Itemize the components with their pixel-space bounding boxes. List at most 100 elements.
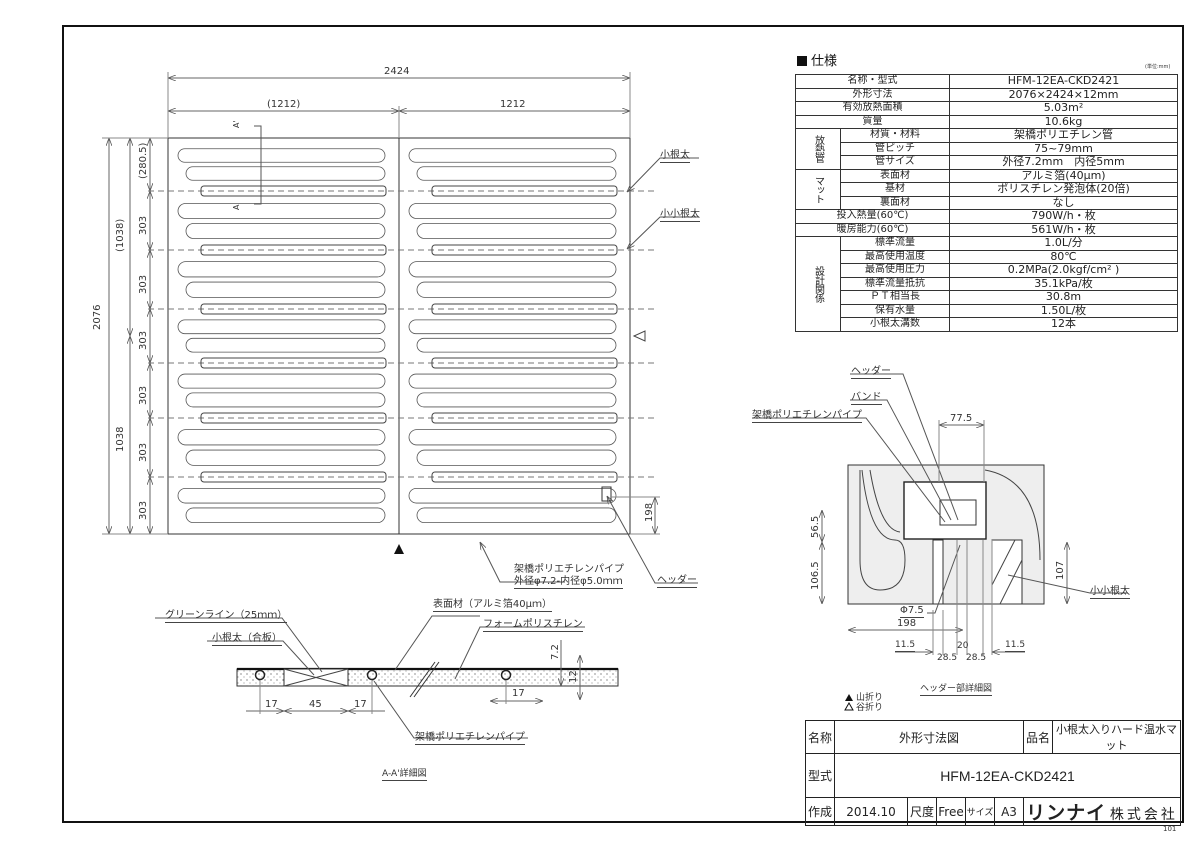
pipe-loop: [185, 166, 386, 181]
callout-kokoneta-leader: [627, 216, 699, 249]
hd-dim-107: 107: [1055, 560, 1066, 580]
hd-dim-56-5: 56.5: [810, 515, 821, 538]
dim-1038-lower: 1038: [115, 426, 126, 452]
spec-row: 投入熱量(60℃)790W/h・枚: [795, 209, 1178, 224]
tb-created-value: 2014.10: [834, 797, 908, 826]
pipe-loop: [408, 319, 617, 335]
pipe-loop: [185, 449, 386, 466]
kokoneta-block: [991, 539, 1023, 605]
tb-size-label: サイズ: [965, 797, 995, 826]
tb-model-value: HFM-12EA-CKD2421: [834, 753, 1181, 798]
spec-value: 12本: [949, 317, 1178, 332]
hd-label-kokoneta: 小小根太: [1090, 582, 1130, 599]
section-title: A-A'詳細図: [382, 766, 427, 781]
maker-logo: リンナイ: [1026, 802, 1107, 824]
spec-row: 放熱管材質・材料架橋ポリエチレン管: [795, 128, 1178, 170]
spec-key: 標準流量抵抗: [840, 276, 950, 291]
drawing-frame: [62, 25, 1184, 823]
legend-valley-icon: [844, 701, 854, 711]
koneta-slot: [200, 185, 387, 197]
leader-header: [850, 373, 959, 521]
callout-kokoneta: 小小根太: [660, 205, 700, 222]
spec-key: 名称・型式: [795, 74, 950, 89]
pipe-loop: [416, 223, 617, 239]
leader-green-line: [155, 617, 323, 673]
koneta-slot: [200, 303, 387, 315]
label-koneta: 小根太（合板）: [212, 629, 282, 646]
pipe-loop: [416, 449, 617, 466]
spec-key: 外形寸法: [795, 87, 950, 102]
koneta-slot: [200, 357, 387, 369]
callout-koneta-leader: [627, 157, 699, 192]
row-dim: 303: [138, 274, 149, 294]
valley-fold-marker: [632, 330, 646, 342]
callout-koneta: 小根太: [660, 146, 690, 163]
section-view: [155, 615, 619, 739]
spec-key: 質量: [795, 114, 950, 129]
spec-title: 仕様: [797, 50, 837, 69]
hd-dim-198: 198: [897, 618, 917, 629]
section-dim-17a: 17: [265, 699, 278, 710]
leader-foam: [454, 626, 585, 680]
spec-value: 561W/h・枚: [949, 222, 1178, 237]
koneta-slot: [431, 357, 618, 369]
tb-scale-value: Free: [936, 797, 966, 826]
row-dim: 303: [138, 385, 149, 405]
hd-dim-28-5b: 28.5: [966, 653, 987, 663]
leader-kokoneta: [1007, 574, 1128, 594]
pipe-serpentines: [177, 148, 617, 524]
pipe-loop: [177, 487, 386, 504]
dim-1038-upper: (1038): [115, 218, 126, 252]
hd-label-pipe: 架橋ポリエチレンパイプ: [752, 406, 862, 423]
pipe-loop: [408, 203, 617, 219]
spec-value: 5.03m²: [949, 101, 1178, 116]
callout-header-leader: [607, 496, 698, 584]
spec-key: ＰＴ相当長: [840, 290, 950, 305]
hd-dim-20: 20: [957, 641, 969, 651]
section-dim-12: 12: [568, 670, 579, 683]
koneta-slot: [200, 471, 387, 483]
row-dim: (280.5): [138, 142, 149, 179]
spec-row: 基材ポリスチレン発泡体(20倍): [796, 182, 1178, 197]
koneta-slot: [431, 244, 618, 256]
koneta-slot: [431, 303, 618, 315]
pipe-loop: [408, 429, 617, 446]
pipe-loop: [416, 337, 617, 353]
callout-pipe-line1: 架橋ポリエチレンパイプ: [514, 564, 624, 575]
spec-key: 投入熱量(60℃): [795, 209, 950, 224]
row-dim: 303: [138, 442, 149, 462]
legend-mountain-icon: [845, 694, 853, 701]
spec-value: 2076×2424×12mm: [949, 87, 1178, 102]
callout-pipe-leader: [480, 542, 565, 583]
pipe-loop: [408, 261, 617, 278]
spec-key: 最高使用温度: [840, 249, 950, 264]
plan-view: [102, 72, 699, 584]
spec-group: 放熱管: [795, 128, 841, 170]
spec-value: アルミ箔(40μm): [949, 168, 1178, 183]
koneta-slot: [431, 185, 618, 197]
maker-suffix: 株式会社: [1109, 807, 1178, 823]
tb-product-label: 品名: [1023, 720, 1053, 754]
hd-dim-77-5: 77.5: [950, 413, 973, 424]
section-pipe: [366, 669, 378, 681]
pipe-loop: [416, 507, 617, 524]
label-foam: フォームポリスチレン: [483, 615, 583, 632]
spec-value: 35.1kPa/枚: [949, 276, 1178, 291]
spec-row: 暖房能力(60℃)561W/h・枚: [795, 222, 1178, 237]
header-detail-view: [752, 373, 1128, 655]
spec-unit: (単位:mm): [1145, 64, 1171, 70]
sheet-number: 101: [1163, 825, 1177, 833]
koneta-slot: [431, 412, 618, 424]
section-mark-top: A': [232, 120, 241, 128]
pipe-loop: [408, 487, 617, 504]
spec-value: 75~79mm: [949, 141, 1178, 156]
tb-product-value: 小根太入りハード温水マット: [1052, 720, 1181, 754]
